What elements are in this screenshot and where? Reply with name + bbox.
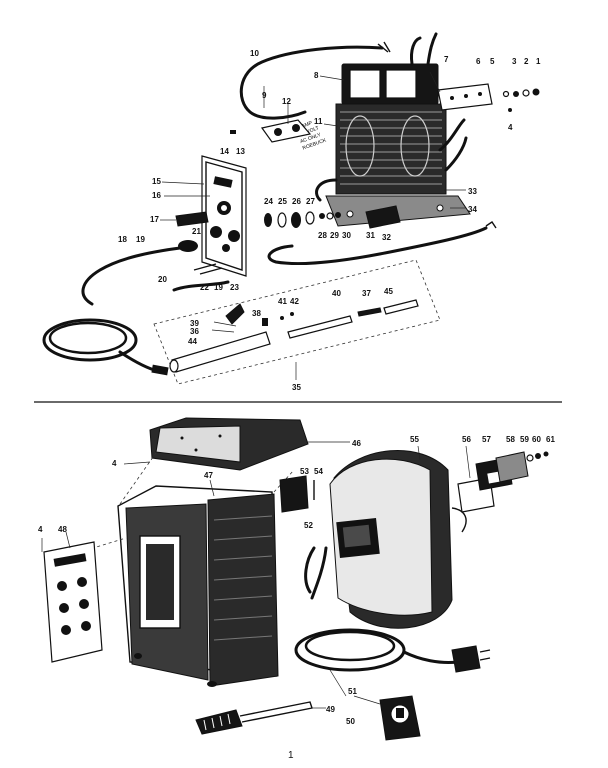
part-label-16: 16 <box>152 191 161 200</box>
part-label-51: 51 <box>348 687 357 696</box>
part-label-29: 29 <box>330 231 339 240</box>
part-label-58: 58 <box>506 435 515 444</box>
selector-switch <box>230 119 312 143</box>
part-label-9: 9 <box>262 91 267 100</box>
part-label-10: 10 <box>250 49 259 58</box>
lens-assembly <box>457 451 549 513</box>
part-label-22: 22 <box>200 283 209 292</box>
part-label-45: 45 <box>384 287 393 296</box>
part-label-53: 53 <box>300 467 309 476</box>
part-label-44: 44 <box>188 337 197 346</box>
upper-leader-lines <box>160 75 466 380</box>
part-label-4: 4 <box>508 123 513 132</box>
lower-part-labels: 4 4 46 47 48 49 50 51 52 53 54 55 56 57 … <box>38 435 555 726</box>
part-label-4-side: 4 <box>38 525 43 534</box>
part-label-23: 23 <box>230 283 239 292</box>
part-label-32: 32 <box>382 233 391 242</box>
part-label-5: 5 <box>490 57 495 66</box>
part-label-1: 1 <box>536 57 541 66</box>
page-number: 1 <box>288 750 294 761</box>
part-label-28: 28 <box>318 231 327 240</box>
front-panel <box>201 155 247 277</box>
part-label-25: 25 <box>278 197 287 206</box>
part-label-49: 49 <box>326 705 335 714</box>
part-label-8: 8 <box>314 71 319 80</box>
hardware-plate <box>279 475 315 513</box>
part-label-61: 61 <box>546 435 555 444</box>
part-label-52: 52 <box>304 521 313 530</box>
part-label-31: 31 <box>366 231 375 240</box>
part-label-36: 36 <box>190 327 199 336</box>
part-label-15: 15 <box>152 177 161 186</box>
part-label-34: 34 <box>468 205 477 214</box>
part-label-38: 38 <box>252 309 261 318</box>
part-label-18: 18 <box>118 235 127 244</box>
part-label-27: 27 <box>306 197 315 206</box>
accessory-kit <box>153 259 441 385</box>
part-label-60: 60 <box>532 435 541 444</box>
part-label-12: 12 <box>282 97 291 106</box>
control-nameplate <box>43 541 103 663</box>
cabinet-body <box>79 449 295 687</box>
receptacle <box>379 695 421 741</box>
part-label-14: 14 <box>220 147 229 156</box>
upper-part-labels: 1 2 3 4 5 6 7 8 9 10 11 12 13 14 15 16 1… <box>118 49 541 392</box>
power-lead-cable <box>239 45 384 120</box>
part-label-2: 2 <box>524 57 529 66</box>
wire-brush <box>195 701 313 735</box>
part-label-54: 54 <box>314 467 323 476</box>
part-label-46: 46 <box>352 439 361 448</box>
part-label-21: 21 <box>192 227 201 236</box>
power-cord <box>294 546 491 673</box>
upper-assembly: 50 AMP 110 VOLT AC ONLY ROEBUCK <box>42 32 541 392</box>
ground-cable <box>267 226 488 266</box>
part-label-56: 56 <box>462 435 471 444</box>
welding-helmet <box>329 450 467 629</box>
part-label-35: 35 <box>292 383 301 392</box>
lower-leader-lines <box>41 441 471 709</box>
part-label-20: 20 <box>158 275 167 284</box>
part-label-48: 48 <box>58 525 67 534</box>
part-label-24: 24 <box>264 197 273 206</box>
transformer-assembly <box>315 32 471 227</box>
part-label-39: 39 <box>190 319 199 328</box>
decal-line-1: 50 AMP <box>295 120 314 132</box>
part-label-42: 42 <box>290 297 299 306</box>
part-label-37: 37 <box>362 289 371 298</box>
part-label-19b: 19 <box>214 283 223 292</box>
part-label-57: 57 <box>482 435 491 444</box>
part-label-50: 50 <box>346 717 355 726</box>
part-label-6: 6 <box>476 57 481 66</box>
part-label-33: 33 <box>468 187 477 196</box>
electrode-holder-lead <box>42 211 230 376</box>
part-label-13: 13 <box>236 147 245 156</box>
part-label-4-top: 4 <box>112 459 117 468</box>
part-label-11: 11 <box>314 117 323 126</box>
part-label-59: 59 <box>520 435 529 444</box>
part-label-26: 26 <box>292 197 301 206</box>
terminal-hardware-stack <box>264 205 401 229</box>
part-label-30: 30 <box>342 231 351 240</box>
part-label-40: 40 <box>332 289 341 298</box>
part-label-3: 3 <box>512 57 517 66</box>
part-label-41: 41 <box>278 297 287 306</box>
lower-assembly: 4 4 46 47 48 49 50 51 52 53 54 55 56 57 … <box>38 417 555 741</box>
part-label-17: 17 <box>150 215 159 224</box>
part-label-47: 47 <box>204 471 213 480</box>
cabinet-top-cover <box>149 417 309 471</box>
part-label-55: 55 <box>410 435 419 444</box>
part-label-7: 7 <box>444 55 449 64</box>
part-label-19a: 19 <box>136 235 145 244</box>
terminal-board <box>429 71 540 112</box>
